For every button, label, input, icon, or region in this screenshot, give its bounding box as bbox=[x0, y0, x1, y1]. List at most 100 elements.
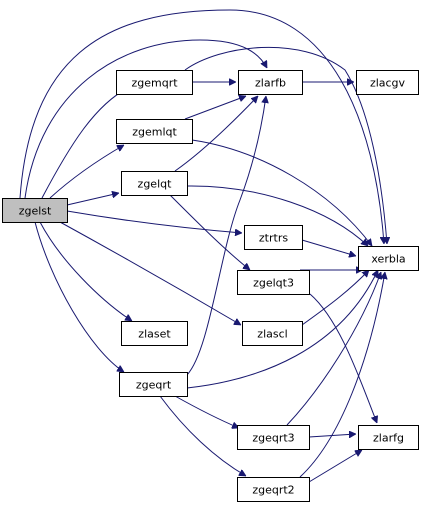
edge-line bbox=[301, 239, 356, 256]
edge-line bbox=[308, 449, 362, 483]
node-zgemlqt[interactable]: zgemlqt bbox=[116, 119, 193, 144]
node-box bbox=[358, 246, 419, 271]
node-label: zgelqt3 bbox=[253, 277, 294, 290]
edge-zgelst-to-zgelqt bbox=[66, 193, 119, 206]
edge-ztrtrs-to-xerbla bbox=[301, 239, 356, 256]
node-zgeqrt2[interactable]: zgeqrt2 bbox=[237, 477, 310, 502]
node-label: zlacgv bbox=[370, 77, 406, 90]
node-box bbox=[237, 270, 310, 295]
node-box bbox=[2, 198, 68, 223]
edge-zgeqrt-to-zgeqrt3 bbox=[174, 395, 239, 428]
node-zgeqrt3[interactable]: zgeqrt3 bbox=[237, 425, 310, 450]
node-zgemqrt[interactable]: zgemqrt bbox=[116, 70, 193, 95]
edge-zgelst-to-zlascl bbox=[59, 221, 241, 326]
edge-line bbox=[41, 87, 128, 199]
edge-line bbox=[169, 194, 250, 270]
edge-line bbox=[34, 221, 124, 372]
edge-zlascl-to-xerbla bbox=[301, 270, 369, 326]
edge-line bbox=[186, 185, 368, 246]
edge-zgelst-to-xerbla bbox=[19, 9, 384, 244]
edge-line bbox=[174, 395, 239, 428]
edge-zgelst-to-zgeqrt bbox=[34, 221, 124, 372]
edge-zgeqrt2-to-xerbla bbox=[299, 272, 385, 478]
edge-zgeqrt2-to-zlarfg bbox=[308, 449, 362, 483]
node-box bbox=[242, 321, 303, 346]
node-label: zgelst bbox=[19, 205, 52, 218]
node-label: zlarfb bbox=[255, 77, 286, 90]
node-label: zgeqrt2 bbox=[252, 484, 294, 497]
edge-zgelst-to-zgemlqt bbox=[49, 144, 124, 199]
node-label: zlarfg bbox=[373, 432, 404, 445]
edge-line bbox=[39, 221, 132, 321]
edge-zgeqrt3-to-zlarfg bbox=[308, 434, 356, 437]
node-box bbox=[119, 372, 188, 397]
node-box bbox=[238, 70, 303, 95]
edge-zgelqt-to-zlarfb bbox=[174, 96, 258, 172]
node-label: ztrtrs bbox=[259, 232, 288, 245]
edge-line bbox=[186, 270, 378, 389]
node-box bbox=[237, 425, 310, 450]
edge-zgelst-to-ztrtrs bbox=[66, 210, 242, 233]
edges-layer bbox=[19, 9, 387, 483]
node-zgeqrt[interactable]: zgeqrt bbox=[119, 372, 188, 397]
edge-line bbox=[19, 9, 384, 244]
edge-zgemlqt-to-zlarfb bbox=[184, 96, 246, 120]
node-box bbox=[116, 119, 193, 144]
edge-line bbox=[308, 434, 356, 437]
node-box bbox=[244, 225, 303, 250]
edge-line bbox=[66, 210, 242, 233]
node-label: zgelqt bbox=[138, 178, 173, 191]
node-box bbox=[358, 425, 419, 450]
edge-zgelst-to-zgemqrt bbox=[41, 87, 128, 199]
edge-line bbox=[159, 395, 246, 477]
node-zlacgv[interactable]: zlacgv bbox=[356, 70, 419, 95]
node-box bbox=[237, 477, 310, 502]
nodes-layer: zgelst zgemqrt zgemlqt zgelqt zlaset zgeqrt zl… bbox=[2, 70, 419, 502]
edge-zgeqrt3-to-xerbla bbox=[286, 272, 381, 426]
node-box bbox=[121, 171, 188, 196]
node-label: zgeqrt bbox=[136, 379, 172, 392]
edge-line bbox=[174, 96, 258, 172]
node-ztrtrs[interactable]: ztrtrs bbox=[244, 225, 303, 250]
node-xerbla[interactable]: xerbla bbox=[358, 246, 419, 271]
edge-line bbox=[24, 39, 268, 199]
node-zlaset[interactable]: zlaset bbox=[121, 321, 188, 346]
node-label: zlaset bbox=[138, 328, 171, 341]
edge-line bbox=[186, 96, 266, 376]
node-zlarfg[interactable]: zlarfg bbox=[358, 425, 419, 450]
node-box bbox=[121, 321, 188, 346]
node-box bbox=[356, 70, 419, 95]
edge-line bbox=[191, 139, 372, 246]
node-label: zgemlqt bbox=[132, 126, 177, 139]
edge-zgelqt-to-zgelqt3 bbox=[169, 194, 250, 270]
edge-line bbox=[66, 193, 119, 206]
edge-zgeqrt-to-zgeqrt2 bbox=[159, 395, 246, 477]
edge-zgemqrt-to-xerbla bbox=[184, 46, 387, 244]
edge-line bbox=[59, 221, 241, 326]
node-label: xerbla bbox=[371, 253, 405, 266]
edge-line bbox=[301, 270, 369, 326]
edge-line bbox=[309, 293, 377, 423]
node-box bbox=[116, 70, 193, 95]
edge-line bbox=[184, 96, 246, 120]
node-label: zgeqrt3 bbox=[252, 432, 294, 445]
node-zgelqt[interactable]: zgelqt bbox=[121, 171, 188, 196]
edge-line bbox=[286, 272, 381, 426]
edge-zgelqt-to-xerbla bbox=[186, 185, 368, 246]
edge-zgeqrt-to-zlarfb bbox=[186, 96, 266, 376]
edge-line bbox=[184, 46, 387, 244]
node-zlascl[interactable]: zlascl bbox=[242, 321, 303, 346]
edge-zgelst-to-zlaset bbox=[39, 221, 132, 321]
node-label: zlascl bbox=[257, 328, 287, 341]
edge-line bbox=[49, 144, 124, 199]
edge-zgemlqt-to-xerbla bbox=[191, 139, 372, 246]
node-zgelst[interactable]: zgelst bbox=[2, 198, 68, 223]
edge-zgeqrt-to-xerbla bbox=[186, 270, 378, 389]
node-label: zgemqrt bbox=[131, 77, 178, 90]
node-zlarfb[interactable]: zlarfb bbox=[238, 70, 303, 95]
edge-zgelqt3-to-zlarfg bbox=[309, 293, 377, 423]
edge-zgelst-to-zlarfb bbox=[24, 39, 268, 199]
edge-line bbox=[299, 272, 385, 478]
node-zgelqt3[interactable]: zgelqt3 bbox=[237, 270, 310, 295]
